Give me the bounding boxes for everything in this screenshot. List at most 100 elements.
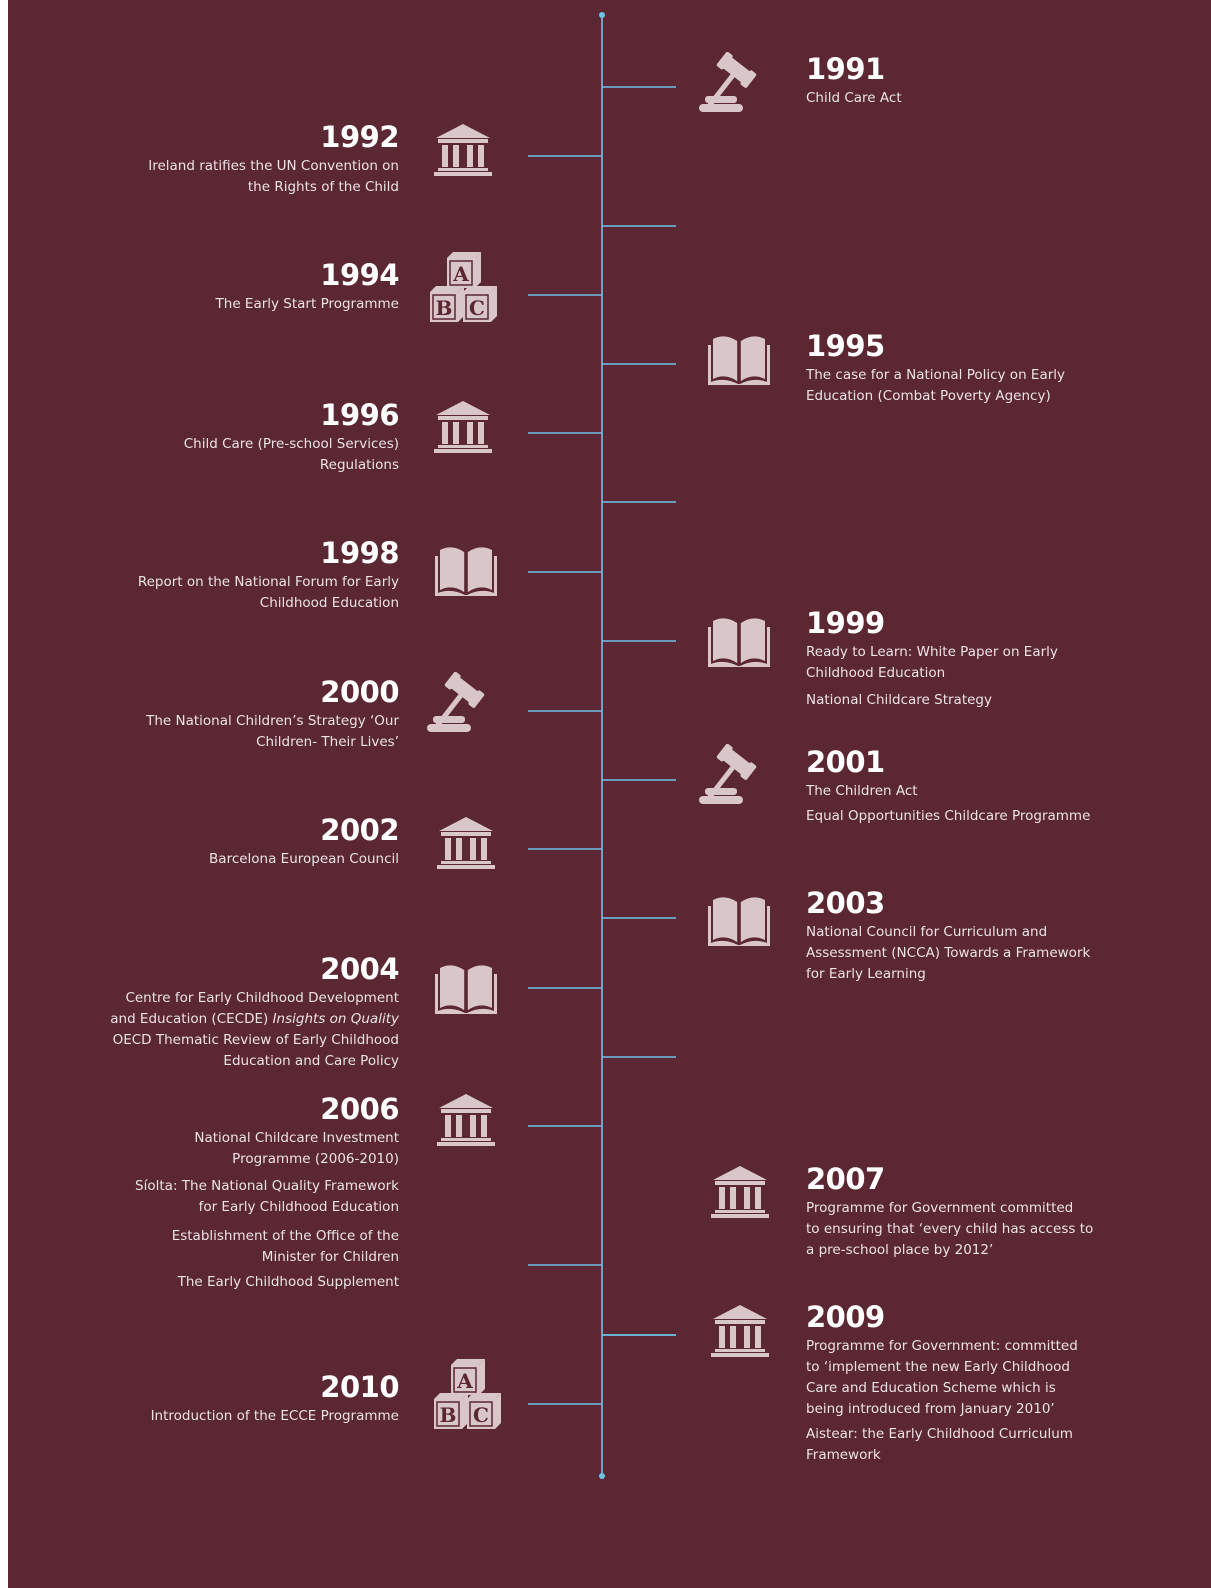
open-book-icon <box>434 962 498 1014</box>
event-year: 2004 <box>320 952 399 986</box>
abc-blocks-icon: A B C <box>432 1359 504 1431</box>
event-description: Ireland ratifies the UN Convention on <box>148 158 399 174</box>
event-year: 1995 <box>806 329 885 363</box>
event-description: Child Care Act <box>806 90 902 106</box>
government-building-icon <box>434 124 492 176</box>
event-year: 2000 <box>320 675 399 709</box>
timeline-axis <box>528 12 676 1479</box>
event-description: to ‘implement the new Early Childhood <box>806 1359 1070 1375</box>
event-description: OECD Thematic Review of Early Childhood <box>112 1032 399 1048</box>
open-book-icon <box>434 544 498 596</box>
svg-text:C: C <box>469 296 485 320</box>
event-description: Ready to Learn: White Paper on Early <box>806 644 1058 660</box>
event-description: Programme for Government committed <box>806 1200 1074 1216</box>
event-description: a pre-school place by 2012’ <box>806 1242 994 1258</box>
event-year: 2009 <box>806 1300 885 1334</box>
abc-blocks-icon: A B C <box>428 252 500 324</box>
event-year: 1998 <box>320 536 399 570</box>
event-description: The case for a National Policy on Early <box>806 367 1066 383</box>
event-description: Introduction of the ECCE Programme <box>150 1408 399 1424</box>
event-description: the Rights of the Child <box>247 179 399 195</box>
event-description: Establishment of the Office of the <box>171 1228 399 1244</box>
gavel-icon <box>699 52 779 116</box>
event-description: The Children Act <box>806 783 918 799</box>
svg-text:A: A <box>456 1369 473 1393</box>
event-description: Minister for Children <box>261 1249 399 1265</box>
open-book-icon <box>707 333 771 385</box>
event-description: National Childcare Investment <box>194 1130 399 1146</box>
government-building-icon <box>711 1166 769 1218</box>
event-description: for Early Learning <box>806 966 926 982</box>
timeline-end-dot <box>599 1473 605 1479</box>
event-description: National Council for Curriculum and <box>806 924 1048 940</box>
svg-text:B: B <box>440 1403 457 1427</box>
gavel-icon <box>427 672 507 736</box>
event-description: and Education (CECDE) Insights on Qualit… <box>19 1009 399 1030</box>
event-description: Children- Their Lives’ <box>256 734 399 750</box>
event-description: Education (Combat Poverty Agency) <box>806 388 1051 404</box>
event-year: 2006 <box>320 1092 399 1126</box>
event-description: for Early Childhood Education <box>198 1199 399 1215</box>
event-year: 2003 <box>806 886 885 920</box>
event-year: 1994 <box>320 258 399 292</box>
event-description: being introduced from January 2010’ <box>806 1401 1055 1417</box>
event-description: Programme (2006-2010) <box>232 1151 399 1167</box>
event-year: 1992 <box>320 120 399 154</box>
event-description: Barcelona European Council <box>209 851 399 867</box>
event-description: National Childcare Strategy <box>806 692 992 708</box>
event-description: Centre for Early Childhood Development <box>125 990 399 1006</box>
event-description: Equal Opportunities Childcare Programme <box>806 808 1091 824</box>
event-description: Programme for Government: committed <box>806 1338 1078 1354</box>
government-building-icon <box>437 817 495 869</box>
event-description: The Early Start Programme <box>215 296 399 312</box>
event-description: Education and Care Policy <box>223 1053 399 1069</box>
event-description: The Early Childhood Supplement <box>177 1274 399 1290</box>
event-description: Care and Education Scheme which is <box>806 1380 1056 1396</box>
event-year: 1999 <box>806 606 885 640</box>
event-year: 2002 <box>320 813 399 847</box>
event-description-title: Insights on Quality <box>272 1011 399 1027</box>
government-building-icon <box>437 1094 495 1146</box>
open-book-icon <box>707 894 771 946</box>
svg-text:C: C <box>473 1403 489 1427</box>
government-building-icon <box>711 1305 769 1357</box>
svg-text:B: B <box>436 296 453 320</box>
event-description: Child Care (Pre-school Services) <box>183 436 399 452</box>
event-year: 2007 <box>806 1162 885 1196</box>
event-year: 2001 <box>806 745 885 779</box>
event-description: Childhood Education <box>806 665 946 681</box>
event-description: Childhood Education <box>259 595 399 611</box>
event-year: 2010 <box>320 1370 399 1404</box>
timeline-start-dot <box>599 12 605 18</box>
event-description: Assessment (NCCA) Towards a Framework <box>806 945 1091 961</box>
event-description: Framework <box>806 1447 881 1463</box>
event-description: The National Children’s Strategy ‘Our <box>146 713 399 729</box>
event-year: 1991 <box>806 52 885 86</box>
event-description-part: and Education (CECDE) <box>110 1011 269 1027</box>
event-description: to ensuring that ‘every child has access… <box>806 1221 1094 1237</box>
event-description: Report on the National Forum for Early <box>137 574 399 590</box>
open-book-icon <box>707 615 771 667</box>
event-description: Síolta: The National Quality Framework <box>135 1178 399 1194</box>
event-description: Regulations <box>319 457 399 473</box>
gavel-icon <box>699 744 779 808</box>
event-description: Aistear: the Early Childhood Curriculum <box>806 1426 1073 1442</box>
government-building-icon <box>434 401 492 453</box>
svg-text:A: A <box>452 262 469 286</box>
